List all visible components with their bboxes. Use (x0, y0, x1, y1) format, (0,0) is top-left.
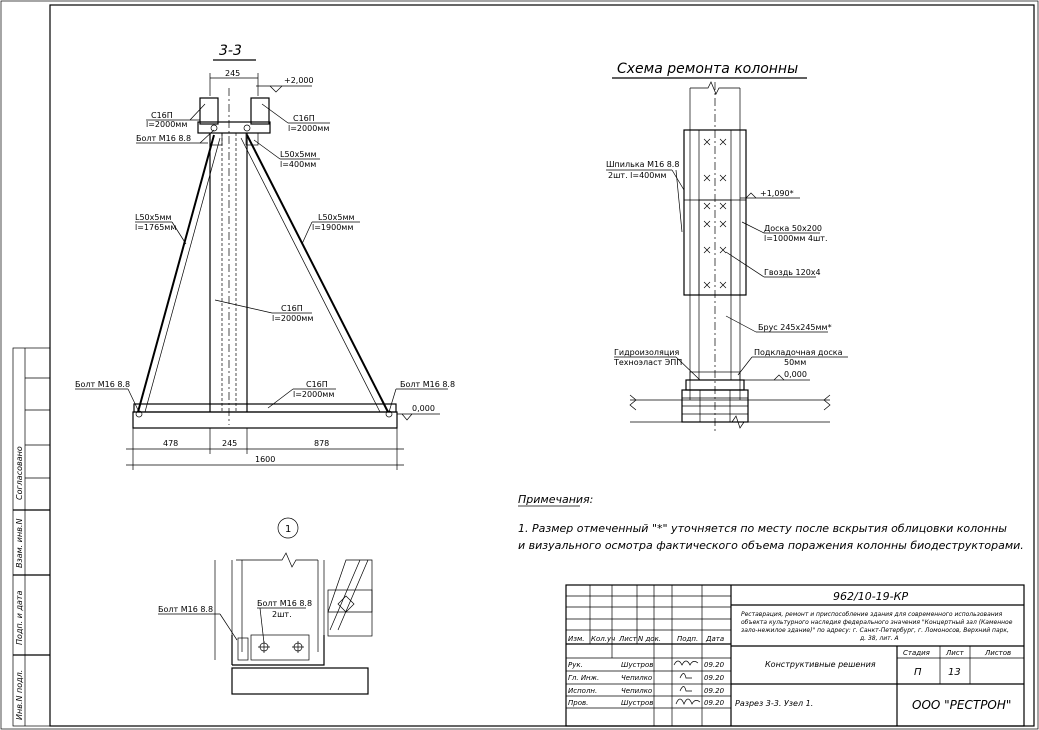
elev-1090: +1,090* (760, 189, 794, 198)
col-ndoc: N док. (638, 635, 661, 643)
col-izm: Изм. (568, 635, 584, 643)
sheet-value: 13 (948, 667, 961, 678)
stage-label: Стадия (903, 649, 930, 657)
name-1: Шустров (621, 661, 653, 669)
label-bolt-right: Болт М16 8.8 (400, 380, 455, 389)
label-beam: Брус 245х245мм* (758, 323, 832, 332)
label-brace-right-len: l=1900мм (312, 223, 353, 232)
label-c16p-right: С16П (293, 114, 315, 123)
doc-code: 962/10-19-КР (833, 590, 908, 603)
label-waterproof: Гидроизоляция (614, 348, 680, 357)
side-stamp: Согласовано Взам. инв.N Подп. и дата Инв… (12, 347, 51, 727)
role-3: Исполн. (568, 687, 597, 695)
dim-878: 878 (314, 439, 329, 448)
label-c16p-bottom: С16П (306, 380, 328, 389)
scheme-title: Схема ремонта колонны (617, 61, 798, 77)
node-1: 1 Болт М16 8.8 Болт М16 8.8 2шт. (158, 517, 373, 695)
section-3-3: 3-3 245 +2,000 С (75, 43, 455, 470)
node-bolt-inner-qty: 2шт. (272, 610, 292, 619)
stamp-agreed: Согласовано (15, 446, 24, 500)
dim-478: 478 (163, 439, 178, 448)
node-bolt-inner: Болт М16 8.8 (257, 599, 312, 608)
elev-zero-scheme: 0,000 (784, 370, 807, 379)
role-2: Гл. Инж. (568, 674, 599, 682)
label-angle-small-len: l=400мм (280, 160, 316, 169)
label-c16p-mid: С16П (281, 304, 303, 313)
label-bolt-top: Болт М16 8.8 (136, 134, 191, 143)
signature-4 (675, 698, 701, 705)
label-bolt-left: Болт М16 8.8 (75, 380, 130, 389)
signature-1 (673, 660, 699, 666)
node-bolt-left: Болт М16 8.8 (158, 605, 213, 614)
name-4: Шустров (621, 699, 653, 707)
label-c16p-mid-len: l=2000мм (272, 314, 313, 323)
label-c16p-bottom-len: l=2000мм (293, 390, 334, 399)
node-number: 1 (285, 524, 291, 535)
role-1: Рук. (568, 661, 583, 669)
label-brace-left-len: l=1765мм (135, 223, 176, 232)
section-name: Конструктивные решения (765, 660, 876, 669)
project-line-1: Реставрация, ремонт и приспособление зда… (741, 611, 1003, 618)
dim-1600: 1600 (255, 455, 275, 464)
notes: Примечания: 1. Размер отмеченный "*" уто… (518, 493, 1024, 552)
drawing-name: Разрез 3-3. Узел 1. (735, 699, 813, 708)
label-angle-small: L50x5мм (280, 150, 317, 159)
notes-heading: Примечания: (518, 493, 593, 506)
col-podp: Подп. (677, 635, 698, 643)
stamp-inv-orig: Инв.N подл. (15, 670, 24, 720)
stage-value: П (914, 667, 922, 678)
label-c16p-right-len: l=2000мм (288, 124, 329, 133)
name-2: Чепилко (621, 674, 652, 682)
label-brace-left: L50x5мм (135, 213, 172, 222)
project-line-3: зало-нежилое здание)" по адресу: г. Санк… (741, 627, 1009, 634)
date-4: 09.20 (704, 699, 725, 707)
section-title: 3-3 (219, 43, 242, 59)
col-date: Дата (705, 635, 724, 643)
date-1: 09.20 (704, 661, 725, 669)
dim-245-bottom: 245 (222, 439, 237, 448)
label-waterproof-brand: Техноэласт ЭПП (613, 358, 682, 367)
label-nail: Гвоздь 120х4 (764, 268, 821, 277)
label-c16p-left: С16П (151, 111, 173, 120)
date-2: 09.20 (704, 674, 725, 682)
date-3: 09.20 (704, 687, 725, 695)
label-pad: Подкладочная доска (754, 348, 843, 357)
stamp-replace-inv: Взам. инв.N (15, 519, 24, 568)
label-brace-right: L50x5мм (318, 213, 355, 222)
elev-zero-section: 0,000 (412, 404, 435, 413)
sheet-label: Лист (945, 649, 965, 657)
dim-245-top: 245 (225, 69, 240, 78)
signature-2 (679, 673, 692, 679)
label-pad-size: 50мм (784, 358, 806, 367)
col-list: Лист (618, 635, 638, 643)
notes-line-2: и визуального осмотра фактического объем… (518, 539, 1024, 552)
label-board-qty: l=1000мм 4шт. (764, 234, 828, 243)
role-4: Пров. (568, 699, 588, 707)
project-line-4: д. 38, лит. А (859, 635, 899, 642)
col-koluch: Кол.уч (591, 635, 615, 643)
label-c16p-left-len: l=2000мм (146, 120, 187, 129)
label-board: Доска 50х200 (764, 224, 822, 233)
repair-scheme: Схема ремонта колонны (606, 61, 848, 432)
notes-line-1: 1. Размер отмеченный "*" уточняется по м… (518, 522, 1007, 535)
label-stud-qty: 2шт. l=400мм (608, 171, 666, 180)
sheets-label: Листов (984, 649, 1011, 657)
name-3: Чепилко (621, 687, 652, 695)
company: ООО "РЕСТРОН" (912, 698, 1011, 712)
elev-top: +2,000 (284, 76, 314, 85)
project-line-2: объекта культурного наследия федеральног… (741, 619, 1013, 626)
label-stud: Шпилька М16 8.8 (606, 160, 679, 169)
signature-3 (679, 686, 692, 692)
stamp-sign-date: Подп. и дата (15, 590, 24, 645)
title-block: 962/10-19-КР Реставрация, ремонт и присп… (565, 584, 1025, 727)
